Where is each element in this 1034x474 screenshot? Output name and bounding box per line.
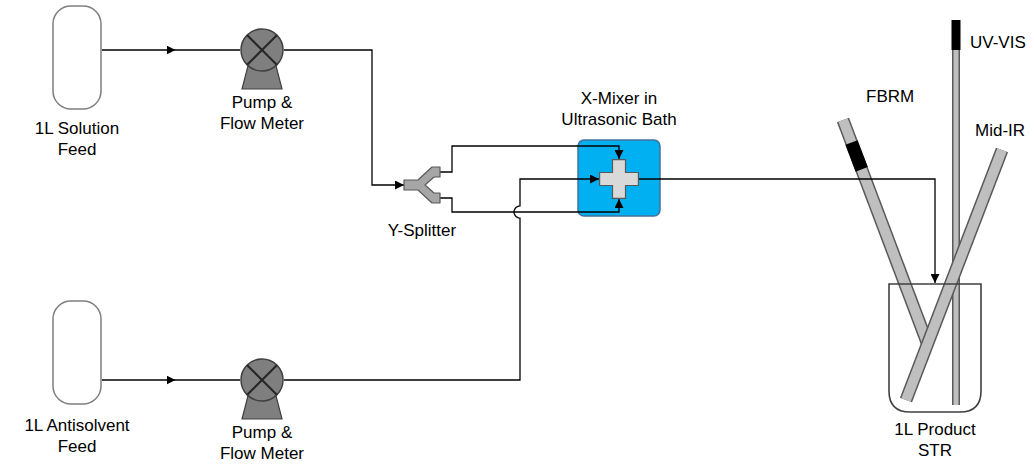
x-mixer-shape xyxy=(599,159,639,199)
flow-line xyxy=(102,379,240,380)
probe-body xyxy=(954,20,959,405)
flow-line xyxy=(102,49,240,50)
pump-cross xyxy=(247,35,277,65)
product-vessel-shape xyxy=(888,283,982,413)
feed-tank: 1L Solution Feed xyxy=(27,5,127,160)
splitter-shape xyxy=(404,167,440,203)
pump-cross xyxy=(247,365,277,395)
pump-symbol-shape xyxy=(240,28,284,90)
probe-body xyxy=(906,150,1002,400)
shape-graphic xyxy=(404,160,440,210)
node-label: Pump & Flow Meter xyxy=(216,92,308,134)
feed-tank: 1L Antisolvent Feed xyxy=(15,300,140,457)
flow-line xyxy=(440,146,619,172)
flow-line xyxy=(284,179,599,380)
feed-tank-shape xyxy=(52,5,102,110)
shape-graphic xyxy=(240,358,284,420)
node-label: 1L Product STR xyxy=(888,419,983,461)
shape-graphic xyxy=(52,5,102,110)
probe-body xyxy=(843,120,928,345)
mid-ir-probe xyxy=(906,150,1002,400)
pump-body xyxy=(241,29,283,71)
uv-vis-probe xyxy=(956,20,957,405)
tank-outline xyxy=(53,6,101,109)
product-vessel: 1L Product STR xyxy=(888,283,983,461)
tank-outline xyxy=(53,301,101,404)
shape-graphic xyxy=(240,28,284,90)
probe-label: FBRM xyxy=(866,86,914,107)
pump-symbol-shape xyxy=(240,358,284,420)
node-label: Pump & Flow Meter xyxy=(216,422,308,464)
probe-band xyxy=(852,143,862,170)
probe-outline xyxy=(843,120,928,345)
vessel-outline xyxy=(889,284,981,412)
pump-symbol: Pump & Flow Meter xyxy=(216,358,308,464)
y-splitter: Y-Splitter xyxy=(367,160,477,241)
shape-graphic xyxy=(52,300,102,405)
flow-line xyxy=(440,198,619,212)
probe-label: UV-VIS xyxy=(970,32,1026,53)
probe-outline xyxy=(952,20,960,405)
probe-label: Mid-IR xyxy=(975,120,1025,141)
node-label: 1L Solution Feed xyxy=(27,118,127,160)
pump-symbol: Pump & Flow Meter xyxy=(216,28,308,134)
pump-cross xyxy=(247,35,277,65)
y-splitter-shape xyxy=(404,160,440,210)
shape-graphic xyxy=(599,159,639,199)
pump-body xyxy=(241,359,283,401)
node-label: 1L Antisolvent Feed xyxy=(15,415,140,457)
mixer-cross xyxy=(600,160,639,199)
probe-outline xyxy=(906,150,1002,400)
pump-cross xyxy=(247,365,277,395)
shape-graphic xyxy=(888,283,982,413)
node-label: Y-Splitter xyxy=(367,220,477,241)
flow-line xyxy=(639,179,935,283)
probe-head xyxy=(952,20,961,50)
fbrm-probe xyxy=(843,120,928,345)
feed-tank-shape xyxy=(52,300,102,405)
x-mixer: X-Mixer in Ultrasonic Bath xyxy=(558,88,680,199)
node-label: X-Mixer in Ultrasonic Bath xyxy=(558,88,680,130)
